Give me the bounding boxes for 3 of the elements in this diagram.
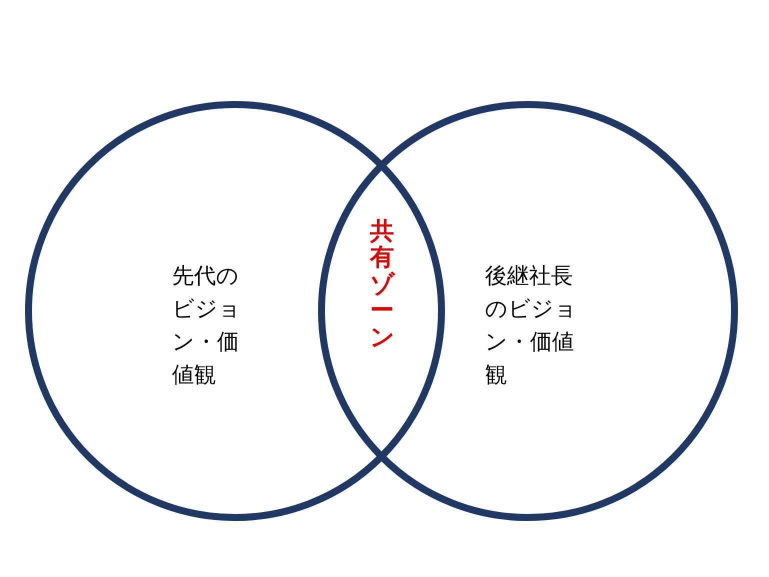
- circle-label: 先代のビジョン・価値観: [172, 263, 242, 390]
- overlap-label: 共有ゾーン: [370, 218, 394, 350]
- circle-label: 後継社長のビジョン・価値観: [485, 263, 578, 390]
